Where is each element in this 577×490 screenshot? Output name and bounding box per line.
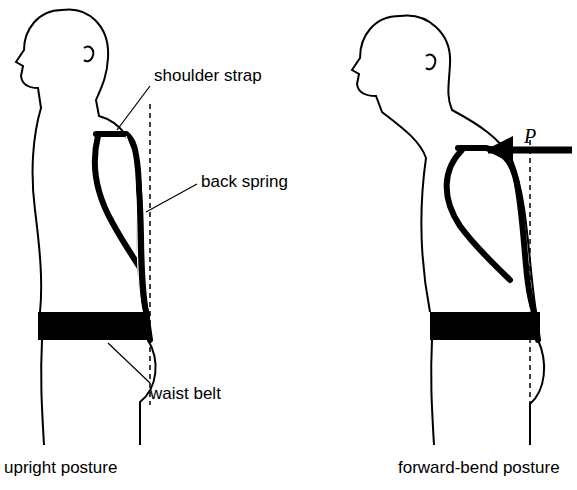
back-spring <box>96 134 150 340</box>
front-outline <box>352 16 430 312</box>
leader-line <box>117 86 150 130</box>
back-outline <box>400 16 536 312</box>
caption-label: forward-bend posture <box>398 458 560 478</box>
shoulder-strap <box>447 150 510 280</box>
back-spring <box>458 148 538 340</box>
waist-belt <box>430 312 540 340</box>
part-label: shoulder strap <box>154 66 262 86</box>
waist-belt <box>38 312 150 340</box>
force-arrow <box>488 147 572 154</box>
ear <box>84 47 93 62</box>
spring-highlight <box>126 136 142 312</box>
ear <box>426 55 435 70</box>
leg-outline <box>431 340 434 445</box>
part-label: back spring <box>201 172 288 192</box>
part-label: waist belt <box>150 384 221 404</box>
leader-line <box>146 184 197 212</box>
caption-label: upright posture <box>4 458 117 478</box>
leg-outline <box>41 340 44 445</box>
force-label: P <box>524 126 536 146</box>
spring-highlight <box>488 151 530 312</box>
forward-bend-figure <box>352 16 544 445</box>
vertical-reference <box>149 104 151 405</box>
upright-figure <box>16 9 156 445</box>
front-outline <box>16 10 62 312</box>
leader-line <box>108 343 150 383</box>
hip-outline <box>530 340 544 445</box>
